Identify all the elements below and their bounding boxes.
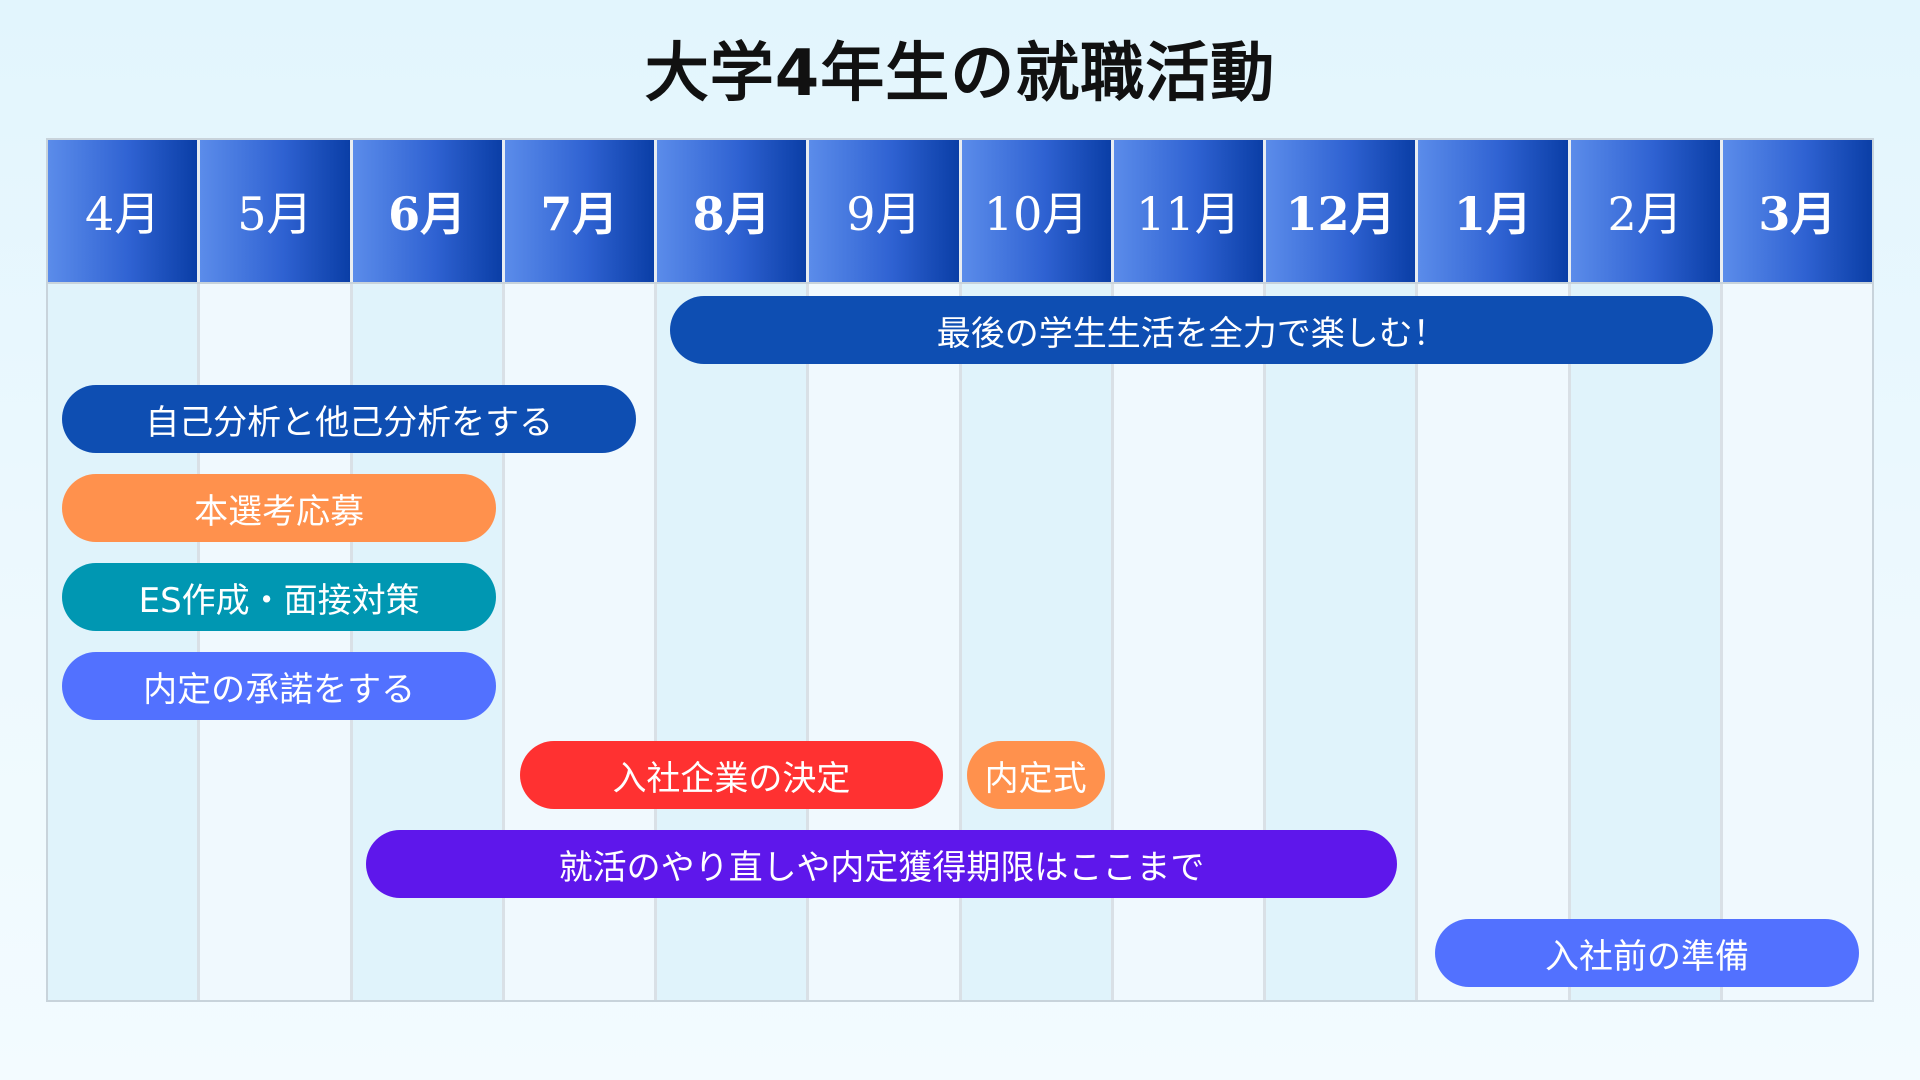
task-bar: ES作成・面接対策 xyxy=(62,563,497,631)
task-bar: 最後の学生生活を全力で楽しむ！ xyxy=(670,296,1714,364)
month-header-5: 8月 xyxy=(657,140,810,282)
month-header-8: 11月 xyxy=(1113,140,1266,282)
task-bar: 内定の承諾をする xyxy=(62,652,497,720)
month-header-2: 5月 xyxy=(200,140,353,282)
task-bar: 内定式 xyxy=(966,741,1105,809)
month-header-10: 1月 xyxy=(1418,140,1571,282)
task-bar: 入社企業の決定 xyxy=(520,741,943,809)
month-header-1: 4月 xyxy=(48,140,201,282)
month-header-4: 7月 xyxy=(504,140,657,282)
month-header-12: 3月 xyxy=(1722,140,1872,282)
month-column xyxy=(1418,284,1571,1000)
month-header-6: 9月 xyxy=(809,140,962,282)
month-header-7: 10月 xyxy=(961,140,1114,282)
month-column xyxy=(1722,284,1872,1000)
task-bar: 自己分析と他己分析をする xyxy=(62,385,637,453)
month-column xyxy=(1570,284,1723,1000)
task-bar: 就活のやり直しや内定獲得期限はここまで xyxy=(366,830,1397,898)
month-header-11: 2月 xyxy=(1570,140,1723,282)
page-title: 大学4年生の就職活動 xyxy=(644,37,1276,111)
month-header-3: 6月 xyxy=(352,140,505,282)
task-bar: 入社前の準備 xyxy=(1434,919,1860,987)
task-bar: 本選考応募 xyxy=(62,474,497,542)
month-header-9: 12月 xyxy=(1266,140,1419,282)
